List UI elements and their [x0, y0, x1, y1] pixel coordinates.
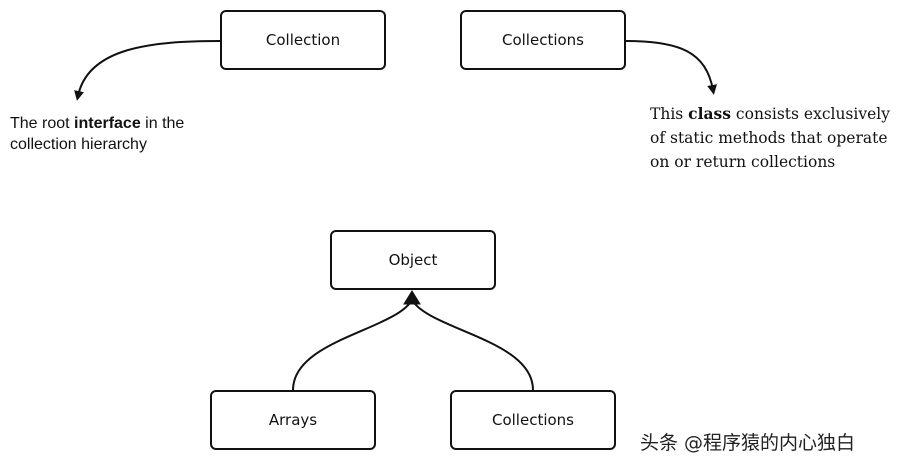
collections-description-keyword: class	[688, 104, 731, 123]
object-node-label: Object	[388, 251, 438, 269]
collection-node-label: Collection	[265, 31, 341, 49]
collections-class-node: Collections	[450, 390, 616, 450]
collection-description-after: in the collection hierarchy	[10, 115, 185, 153]
collection-description: The root interface in the collection hie…	[10, 113, 230, 155]
inheritance-arrowhead	[403, 290, 421, 305]
watermark-text: 头条 @程序猿的内心独白	[640, 432, 856, 454]
arrays-node: Arrays	[210, 390, 376, 450]
collection-note-arrow	[74, 40, 221, 101]
collections-description-before: This	[650, 105, 689, 123]
collections-note-arrow	[625, 40, 718, 95]
object-node: Object	[330, 230, 496, 290]
collections-description-after: consists exclusively of static methods t…	[650, 105, 890, 171]
arrays-to-object-edge	[292, 299, 413, 391]
collections-utility-node-label: Collections	[501, 31, 584, 49]
collections-to-object-edge	[411, 299, 534, 391]
collection-description-keyword: interface	[74, 115, 141, 132]
collections-class-node-label: Collections	[491, 411, 574, 429]
collections-description: This class consists exclusively of stati…	[650, 102, 908, 174]
collections-utility-node: Collections	[460, 10, 626, 70]
arrays-node-label: Arrays	[268, 411, 318, 429]
collection-node: Collection	[220, 10, 386, 70]
collection-description-before: The root	[10, 115, 75, 132]
